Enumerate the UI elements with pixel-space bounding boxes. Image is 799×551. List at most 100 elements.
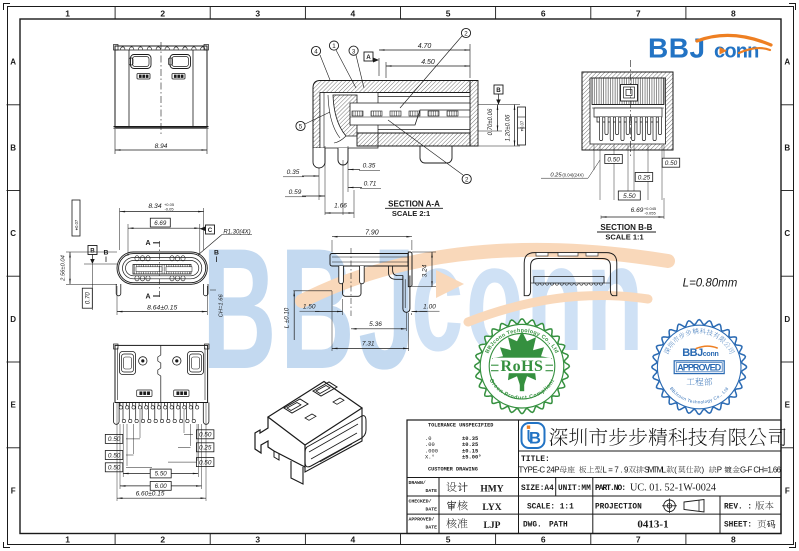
svg-text:PART.NO:: PART.NO: bbox=[595, 485, 626, 493]
svg-text:5: 5 bbox=[299, 124, 303, 131]
svg-text:1: 1 bbox=[65, 535, 70, 545]
svg-text:(0.04)(24X): (0.04)(24X) bbox=[562, 173, 584, 178]
svg-text:0.50: 0.50 bbox=[199, 432, 212, 439]
svg-text:5.36: 5.36 bbox=[369, 321, 382, 328]
svg-text:4: 4 bbox=[351, 535, 356, 545]
svg-text:DATE: DATE bbox=[425, 488, 437, 494]
svg-text:⌖0.07: ⌖0.07 bbox=[520, 120, 525, 131]
svg-text:8.34: 8.34 bbox=[148, 203, 161, 210]
svg-text:LJP: LJP bbox=[484, 521, 501, 531]
svg-text:REV. :: REV. : bbox=[724, 504, 752, 512]
svg-text:A: A bbox=[145, 294, 150, 301]
svg-text:DWG.: DWG. bbox=[523, 522, 542, 530]
svg-text:UC. 01. 52-1W-0024: UC. 01. 52-1W-0024 bbox=[630, 483, 716, 494]
svg-text:7: 7 bbox=[636, 535, 641, 545]
svg-text:LYX: LYX bbox=[482, 503, 501, 513]
svg-text:C: C bbox=[784, 229, 790, 238]
svg-text:±5.00°: ±5.00° bbox=[462, 455, 481, 461]
svg-text:L ±0.10: L ±0.10 bbox=[284, 307, 291, 328]
svg-text:X.°: X.° bbox=[425, 455, 435, 461]
svg-text:.0: .0 bbox=[425, 436, 431, 442]
svg-text:+0.045: +0.045 bbox=[644, 206, 657, 211]
svg-text:TITLE:: TITLE: bbox=[521, 455, 550, 464]
svg-text:3.24: 3.24 bbox=[422, 264, 429, 277]
svg-text:A: A bbox=[366, 54, 371, 61]
svg-text:6: 6 bbox=[541, 8, 546, 18]
svg-text:E: E bbox=[11, 401, 17, 410]
svg-text:8: 8 bbox=[731, 535, 736, 545]
svg-text:6.69: 6.69 bbox=[631, 207, 644, 214]
svg-text:3: 3 bbox=[352, 48, 356, 55]
svg-text:DATE: DATE bbox=[425, 525, 437, 531]
svg-text:8.64±0.15: 8.64±0.15 bbox=[147, 304, 177, 311]
svg-text:0.25: 0.25 bbox=[550, 173, 562, 179]
svg-text:0.59: 0.59 bbox=[289, 189, 302, 196]
svg-text:SCALE 1:1: SCALE 1:1 bbox=[605, 233, 643, 242]
svg-text:0.50: 0.50 bbox=[665, 160, 678, 167]
svg-text:SCALE: 1:1: SCALE: 1:1 bbox=[527, 504, 574, 512]
svg-text:6: 6 bbox=[541, 535, 546, 545]
svg-text:7: 7 bbox=[636, 8, 641, 18]
svg-text:6.00: 6.00 bbox=[155, 483, 168, 490]
svg-text:3: 3 bbox=[255, 8, 260, 18]
svg-text:B: B bbox=[90, 248, 95, 255]
svg-text:B: B bbox=[10, 143, 16, 152]
svg-text:L=7.9: L=7.9 bbox=[602, 466, 629, 475]
svg-text:conn: conn bbox=[714, 41, 759, 63]
svg-text:0.50: 0.50 bbox=[607, 156, 620, 163]
svg-text:0.50: 0.50 bbox=[108, 436, 121, 443]
svg-text:D: D bbox=[10, 315, 16, 324]
svg-text:.000: .000 bbox=[425, 448, 438, 454]
svg-text:2.56±0.04: 2.56±0.04 bbox=[61, 255, 67, 282]
svg-text:⌖0.07: ⌖0.07 bbox=[74, 219, 79, 230]
svg-text:DATE: DATE bbox=[425, 507, 437, 513]
svg-text:6.69: 6.69 bbox=[154, 220, 167, 227]
svg-text:3: 3 bbox=[255, 535, 260, 545]
svg-text:8.94: 8.94 bbox=[155, 143, 168, 150]
svg-text:2: 2 bbox=[160, 535, 165, 545]
svg-text:1.00: 1.00 bbox=[423, 303, 436, 310]
svg-text:SIZE:A4: SIZE:A4 bbox=[521, 485, 554, 493]
svg-text:G-F CH=1.66: G-F CH=1.66 bbox=[740, 466, 782, 475]
svg-text:4: 4 bbox=[314, 49, 318, 56]
svg-text:0.50: 0.50 bbox=[108, 452, 121, 459]
svg-text:0.50: 0.50 bbox=[108, 465, 121, 472]
svg-text:-0.05: -0.05 bbox=[164, 207, 174, 212]
svg-text:TOLERANCE UNSPECIFIED: TOLERANCE UNSPECIFIED bbox=[428, 423, 493, 429]
svg-text:E: E bbox=[785, 401, 791, 410]
svg-text:8: 8 bbox=[731, 8, 736, 18]
svg-text:PROJECTION: PROJECTION bbox=[595, 504, 642, 512]
svg-text:SHEET:: SHEET: bbox=[724, 522, 752, 530]
svg-text:APPROVED: APPROVED bbox=[677, 363, 722, 373]
svg-text:0.71: 0.71 bbox=[364, 181, 377, 188]
svg-text:-0.055: -0.055 bbox=[644, 211, 656, 216]
svg-text:A: A bbox=[784, 58, 790, 67]
svg-text:UNIT:MM: UNIT:MM bbox=[558, 485, 591, 493]
svg-text:CUSTOMER DRAWING: CUSTOMER DRAWING bbox=[428, 467, 478, 473]
svg-text:B: B bbox=[784, 143, 790, 152]
svg-text:2: 2 bbox=[464, 31, 468, 38]
svg-text:0.70: 0.70 bbox=[85, 292, 92, 305]
svg-text:B: B bbox=[214, 250, 219, 257]
svg-text:SECTION B-B: SECTION B-B bbox=[600, 223, 652, 232]
svg-text:SCALE 2:1: SCALE 2:1 bbox=[392, 209, 430, 218]
svg-text:BBJ: BBJ bbox=[648, 33, 706, 64]
svg-text:F: F bbox=[785, 486, 790, 495]
svg-text:D: D bbox=[784, 315, 790, 324]
svg-text:1.66: 1.66 bbox=[334, 203, 347, 210]
svg-text:0.25: 0.25 bbox=[638, 174, 651, 181]
svg-text:±0.15: ±0.15 bbox=[462, 448, 478, 454]
svg-text:6.60±0.15: 6.60±0.15 bbox=[136, 491, 165, 498]
svg-text:+0.05: +0.05 bbox=[164, 202, 175, 207]
svg-text:0413-1: 0413-1 bbox=[637, 519, 668, 531]
svg-text:±0.25: ±0.25 bbox=[462, 442, 478, 448]
svg-text:): ) bbox=[702, 466, 705, 475]
svg-text:0.70±0.06: 0.70±0.06 bbox=[488, 108, 494, 135]
svg-text:5.50: 5.50 bbox=[155, 471, 168, 478]
svg-text:5: 5 bbox=[446, 535, 451, 545]
svg-text:5.50: 5.50 bbox=[623, 193, 636, 200]
svg-text:B: B bbox=[496, 87, 501, 94]
svg-text:.00: .00 bbox=[425, 442, 435, 448]
svg-text:0.35: 0.35 bbox=[363, 163, 376, 170]
svg-text:1.50: 1.50 bbox=[303, 303, 316, 310]
